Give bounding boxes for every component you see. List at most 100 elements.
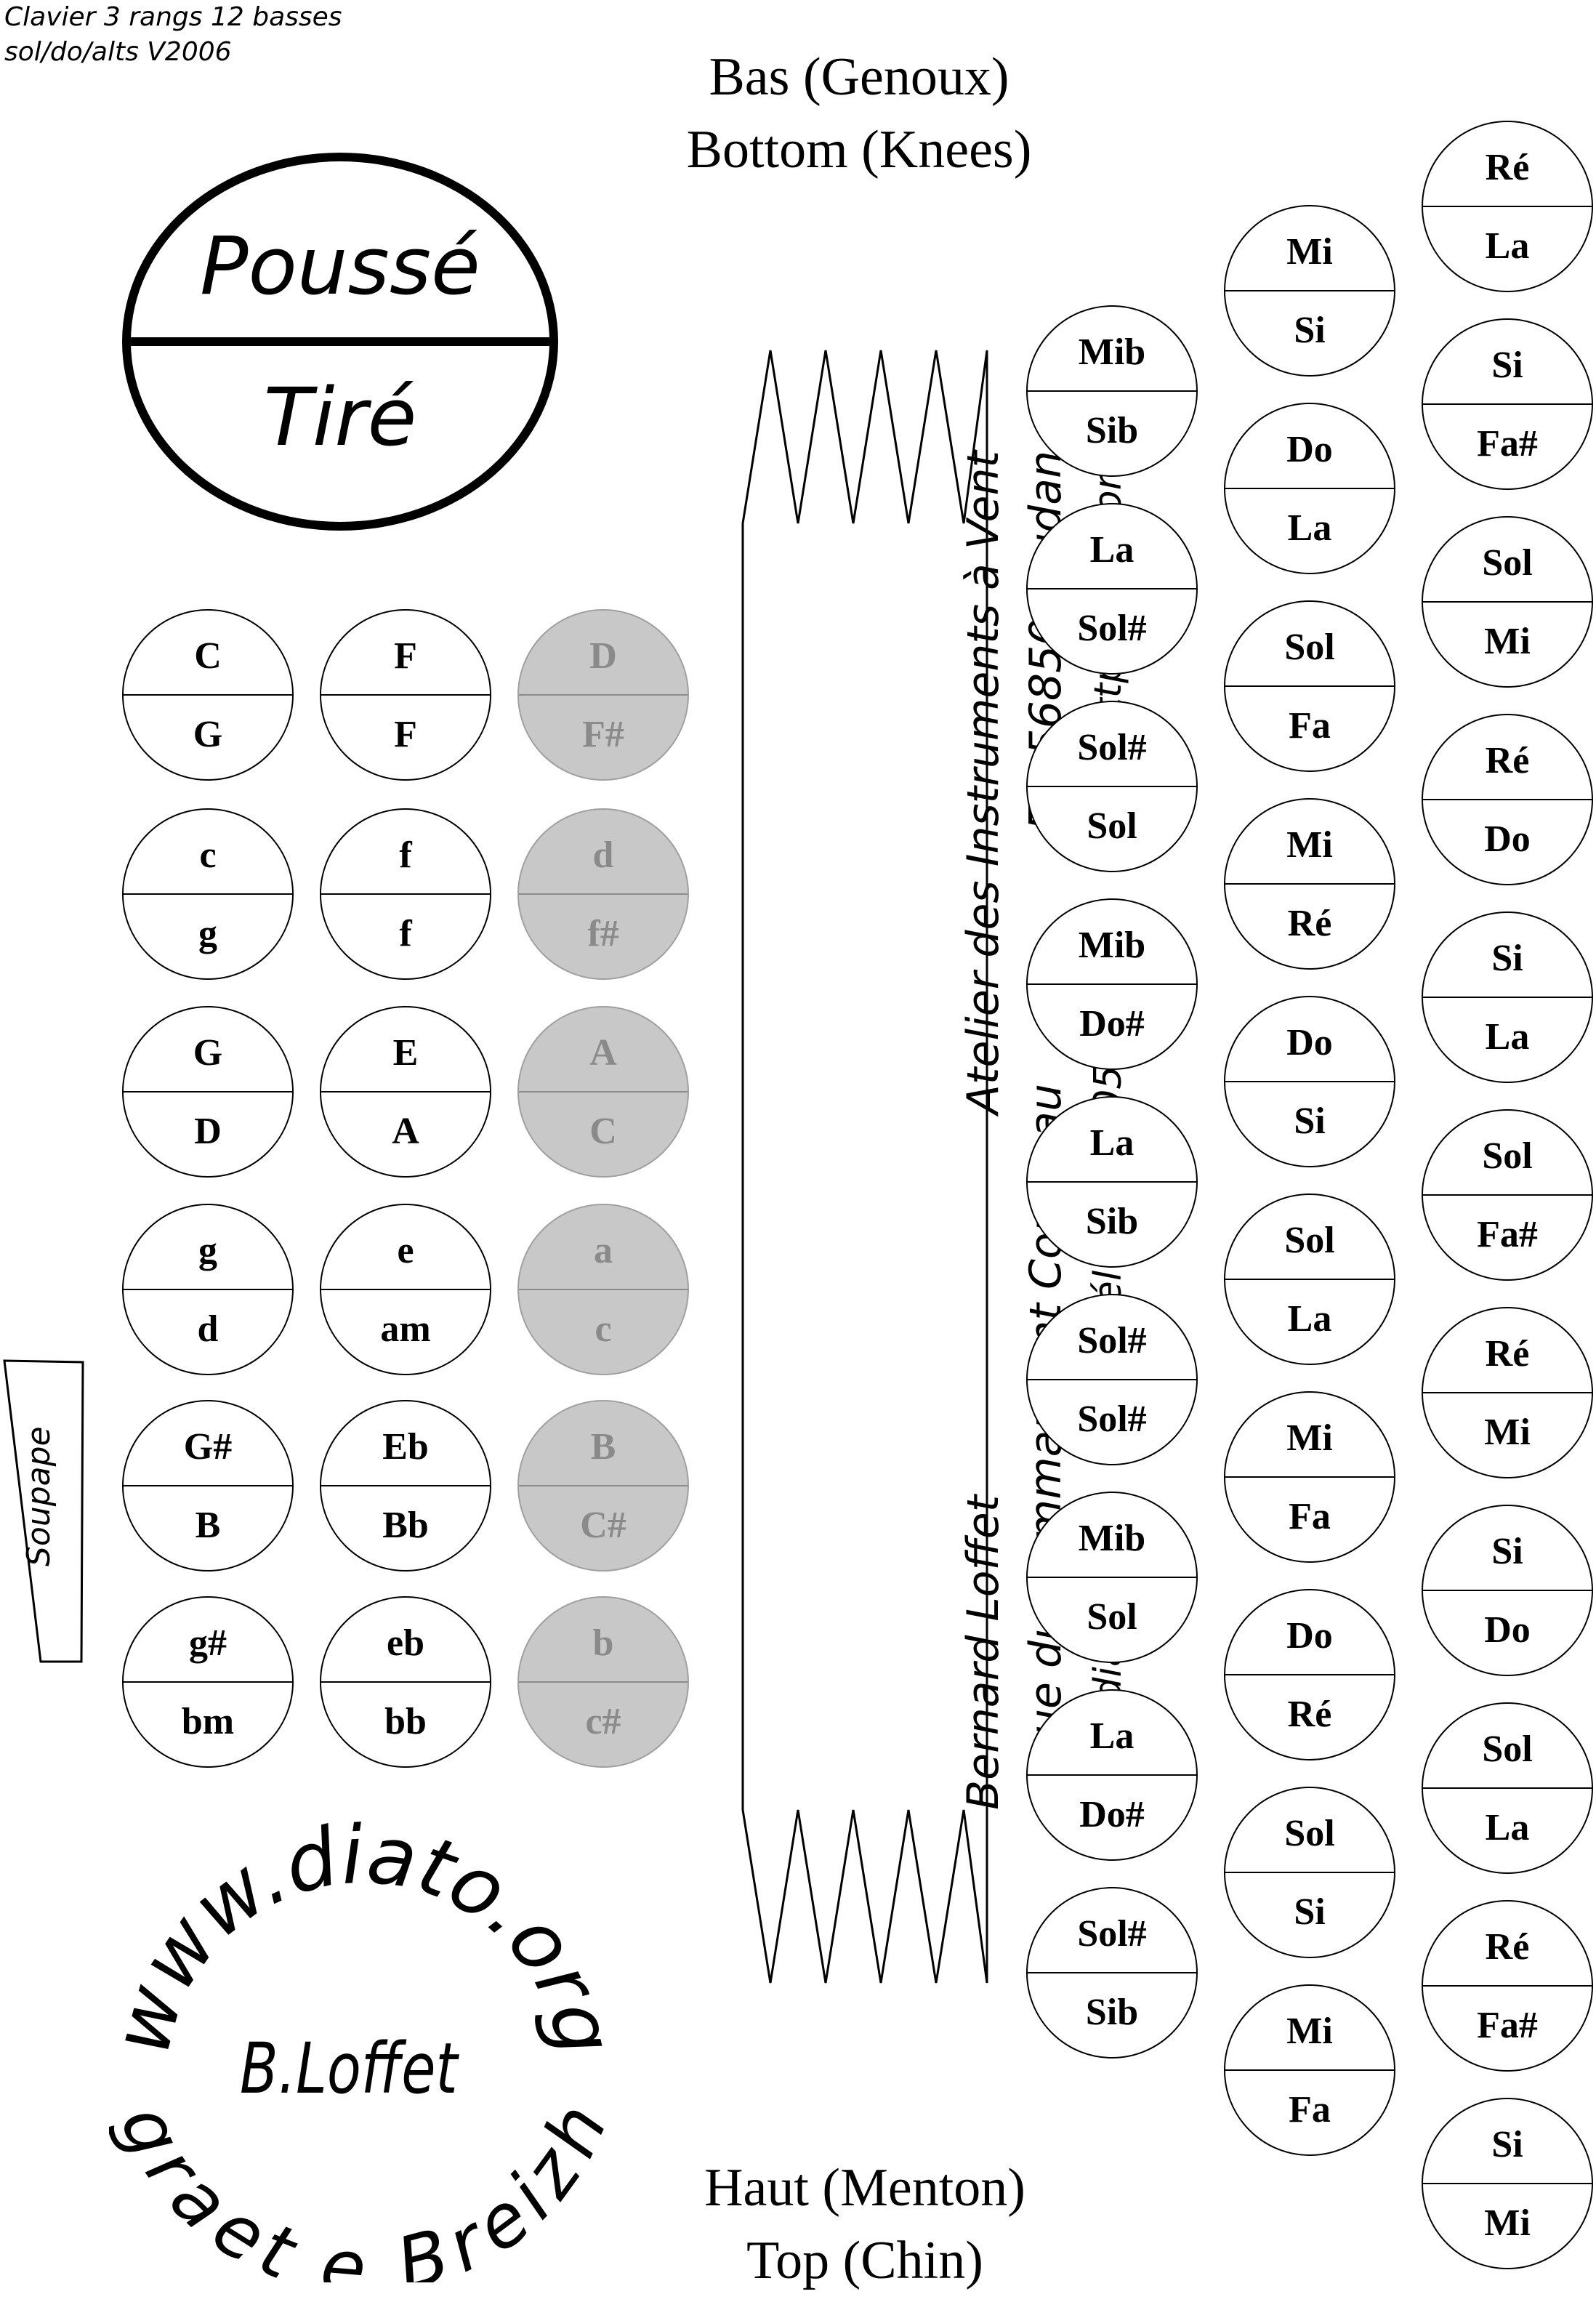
- push-note: D: [589, 635, 617, 677]
- push-note: Mi: [1286, 230, 1333, 273]
- button-number-corner: [1356, 1919, 1394, 1957]
- pull-note: Fa: [1289, 1495, 1331, 1537]
- button-divider: [1225, 1081, 1394, 1082]
- button-divider: [1423, 403, 1592, 405]
- button-divider: [321, 1289, 490, 1290]
- push-note: Sol: [1482, 542, 1533, 584]
- button-number-corner: [1554, 1439, 1592, 1477]
- pull-note: C#: [580, 1504, 626, 1546]
- button-divider: [124, 1485, 292, 1486]
- button-divider: [1423, 1392, 1592, 1393]
- diato-logo: www.diato.org graet e Breizh: [109, 1808, 618, 2282]
- push-note: Sol: [1482, 1135, 1533, 1177]
- push-note: Mib: [1078, 924, 1146, 966]
- push-note: Mi: [1286, 2010, 1333, 2052]
- button-divider: [1028, 1181, 1196, 1183]
- button-number-corner: [1356, 1326, 1394, 1364]
- pull-note: Si: [1294, 1891, 1326, 1933]
- legend-circle: Poussé Tiré: [122, 153, 558, 531]
- button-divider: [1423, 1590, 1592, 1591]
- button-number: 8'': [1177, 654, 1192, 670]
- button-number-corner: [1356, 930, 1394, 968]
- push-note: Do: [1286, 1614, 1333, 1657]
- button-divider: [321, 1485, 490, 1486]
- pull-note: c: [595, 1308, 612, 1350]
- push-note: Do: [1286, 428, 1333, 470]
- treble-button-inner[interactable]: Sol#Sol#4'': [1026, 1294, 1198, 1465]
- button-number-corner: [1158, 438, 1196, 475]
- button-divider: [1423, 799, 1592, 800]
- button-divider: [1423, 206, 1592, 207]
- pull-note: Do#: [1079, 1002, 1145, 1045]
- pull-note: am: [380, 1308, 431, 1350]
- bass-button[interactable]: D F#: [517, 609, 689, 781]
- button-number: 1'': [1177, 2038, 1192, 2054]
- button-divider: [1225, 1476, 1394, 1478]
- pull-note: A: [392, 1110, 419, 1152]
- button-divider: [1225, 1674, 1394, 1675]
- air-valve-button[interactable]: [0, 1359, 87, 1665]
- button-number: 7'': [1177, 852, 1192, 868]
- pull-note: F#: [582, 713, 624, 755]
- button-divider: [519, 1289, 688, 1290]
- pull-note: c#: [585, 1700, 621, 1742]
- legend-push-label: Poussé: [200, 220, 480, 313]
- button-divider: [519, 1681, 688, 1683]
- pull-note: Sib: [1085, 1991, 1139, 2033]
- push-note: Si: [1491, 1530, 1523, 1572]
- button-divider: [321, 1091, 490, 1092]
- pull-note: Si: [1294, 1100, 1326, 1142]
- push-note: F: [394, 635, 417, 677]
- legend-divider: [131, 337, 549, 346]
- button-divider: [1225, 1279, 1394, 1280]
- bass-button[interactable]: G#B: [122, 1400, 294, 1572]
- button-divider: [1225, 488, 1394, 489]
- bass-button[interactable]: g#bm: [122, 1596, 294, 1768]
- pull-note: Fa#: [1477, 422, 1538, 464]
